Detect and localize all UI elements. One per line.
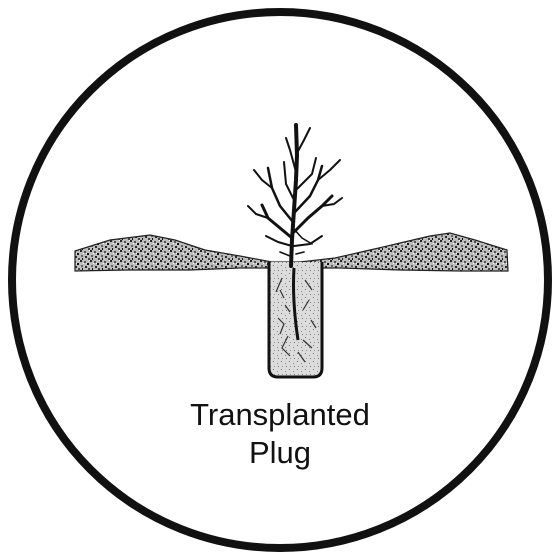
plug-icon — [269, 262, 322, 377]
caption-title: Transplanted — [0, 399, 560, 430]
caption-subtitle: Plug — [0, 437, 560, 468]
